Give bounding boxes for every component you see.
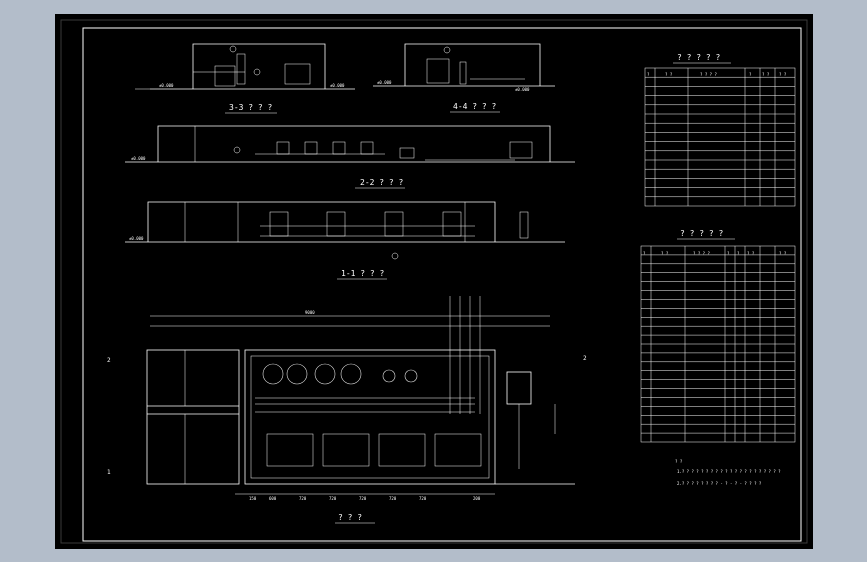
table1-title: ? ? ? ? ? xyxy=(677,53,721,62)
section-3-3-label: 3-3 ? ? ? xyxy=(229,103,273,112)
svg-text:? ?: ? ? xyxy=(779,72,787,77)
plan-bottom-dimensions: 150 600 720 720 720 720 720 200 xyxy=(249,496,481,501)
section-1-1-label: 1-1 ? ? ? xyxy=(341,269,385,278)
svg-text:±0.000: ±0.000 xyxy=(377,80,392,85)
svg-text:±0.000: ±0.000 xyxy=(330,83,345,88)
section-2-2: ±0.000 2-2 ? ? ? xyxy=(125,125,575,189)
section-4-4-label: 4-4 ? ? ? xyxy=(453,102,497,111)
plan-view: 9000 2 2 xyxy=(107,296,587,524)
svg-text:150: 150 xyxy=(249,496,257,501)
svg-text:? ?: ? ? xyxy=(747,251,755,256)
plan-label: ? ? ? xyxy=(338,513,362,522)
svg-text:720: 720 xyxy=(359,496,367,501)
section-3-3: ±0.000 ±0.000 3-3 ? ? ? xyxy=(135,43,355,114)
svg-text:? ?: ? ? xyxy=(762,72,770,77)
svg-text:?: ? xyxy=(749,72,752,77)
svg-text:?: ? xyxy=(643,251,646,256)
svg-text:720: 720 xyxy=(329,496,337,501)
svg-text:±0.000: ±0.000 xyxy=(129,236,144,241)
svg-text:? ? ? ?: ? ? ? ? xyxy=(700,72,717,77)
equipment-table-1: ? ? ? ? ? ? ? ? ? ? ? ? ? ? ? ? ? xyxy=(644,53,796,207)
svg-text:720: 720 xyxy=(419,496,427,501)
svg-text:600: 600 xyxy=(269,496,277,501)
section-1-1: ±0.000 1-1 ? ? ? xyxy=(125,201,565,280)
table1-header: ? ? ? ? ? ? ? ? ? ? ? ? xyxy=(647,72,787,77)
notes: ? ? 1.? ? ? ? ? ? ? ? ? ? ? ? ? ? ? ? ? … xyxy=(675,459,781,486)
svg-text:±0.000: ±0.000 xyxy=(515,87,530,92)
svg-text:? ?: ? ? xyxy=(665,72,673,77)
svg-text:±0.000: ±0.000 xyxy=(159,83,174,88)
svg-text:?: ? xyxy=(737,251,740,256)
svg-text:720: 720 xyxy=(299,496,307,501)
svg-text:2: 2 xyxy=(107,357,111,364)
svg-text:720: 720 xyxy=(389,496,397,501)
section-2-2-label: 2-2 ? ? ? xyxy=(360,178,404,187)
inner-frame xyxy=(82,27,802,542)
svg-text:200: 200 xyxy=(473,496,481,501)
equipment-table-2: ? ? ? ? ? ? ? ? ? ? ? ? ? ? ? ? ? ? xyxy=(640,229,796,443)
outer-frame xyxy=(60,19,808,544)
svg-text:? ?: ? ? xyxy=(779,251,787,256)
svg-text:?: ? xyxy=(647,72,650,77)
section-4-4: ±0.000 ±0.000 4-4 ? ? ? xyxy=(373,43,555,113)
svg-text:±0.000: ±0.000 xyxy=(131,156,146,161)
svg-text:1: 1 xyxy=(107,469,111,476)
notes-label: ? ? xyxy=(675,459,683,464)
plan-top-dimension: 9000 xyxy=(305,310,315,315)
svg-text:?: ? xyxy=(727,251,730,256)
table2-title: ? ? ? ? ? xyxy=(680,229,724,238)
notes-line-1: 1.? ? ? ? ? ? ? ? ? ? ? ? ? ? ? ? ? ? ? … xyxy=(677,469,781,474)
svg-text:2: 2 xyxy=(583,355,587,362)
notes-line-2: 2.? ? ? ? ? ? ? ? - ? - ? - ? ? ? ? xyxy=(677,481,762,486)
svg-text:? ?: ? ? xyxy=(661,251,669,256)
cad-drawing: ±0.000 ±0.000 3-3 ? ? ? ±0.000 ±0.000 4-… xyxy=(60,19,808,544)
svg-text:? ? ? ?: ? ? ? ? xyxy=(693,251,710,256)
table2-header: ? ? ? ? ? ? ? ? ? ? ? ? ? xyxy=(643,251,787,256)
drawing-sheet: ±0.000 ±0.000 3-3 ? ? ? ±0.000 ±0.000 4-… xyxy=(55,14,813,549)
